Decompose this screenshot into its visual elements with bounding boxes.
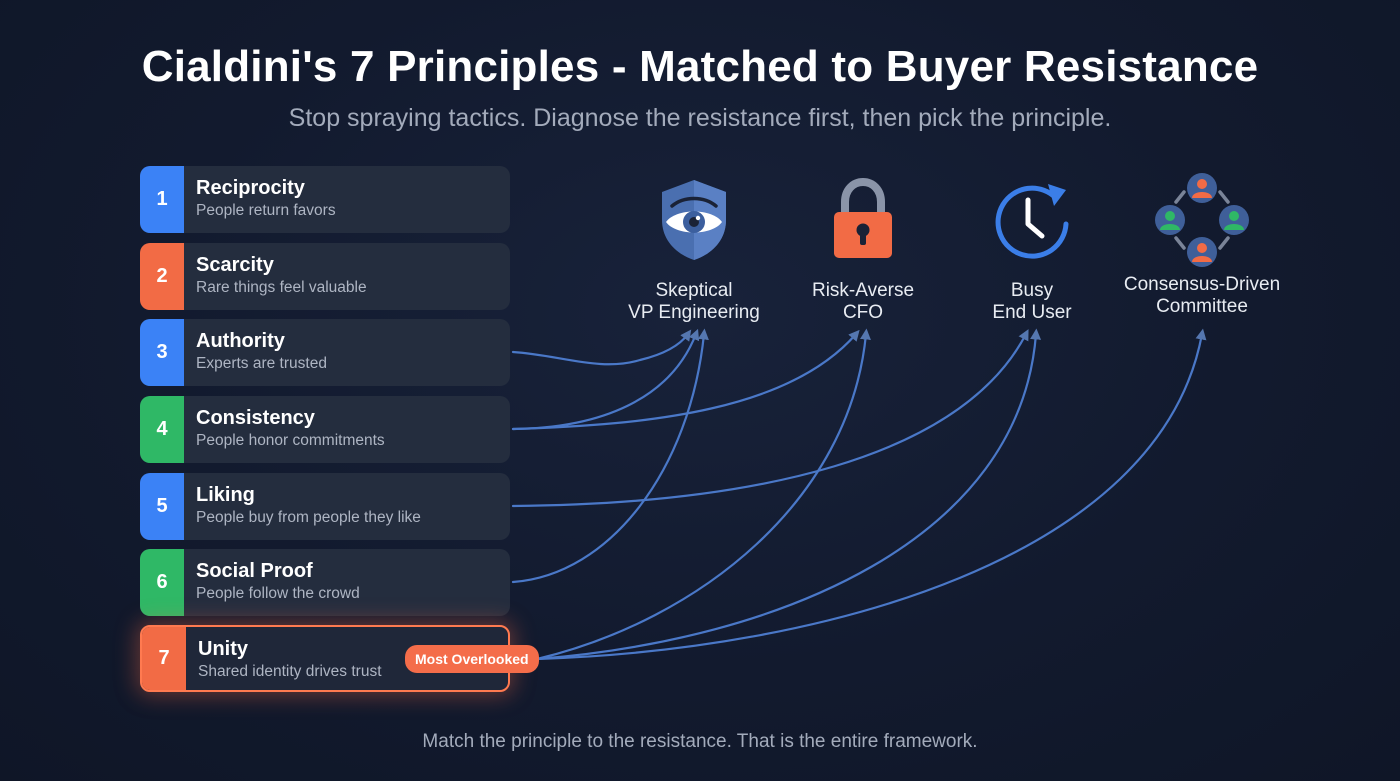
persona-risk-averse-cfo[interactable]: Risk-Averse CFO: [773, 177, 953, 324]
principle-number: 5: [140, 473, 184, 540]
principle-card-authority[interactable]: 3 Authority Experts are trusted: [140, 319, 510, 386]
principle-description: People buy from people they like: [196, 509, 421, 526]
link-liking-busy: [511, 329, 1029, 508]
principle-number: 3: [140, 319, 184, 386]
principle-name: Scarcity: [196, 254, 274, 276]
principle-description: Experts are trusted: [196, 355, 327, 372]
link-consistency-cfo: [511, 329, 860, 431]
clock-refresh-icon: [990, 178, 1074, 262]
principle-card-unity[interactable]: 7 Unity Shared identity drives trust Mos…: [140, 625, 539, 692]
principle-card-consistency[interactable]: 4 Consistency People honor commitments: [140, 396, 510, 463]
principle-card-liking[interactable]: 5 Liking People buy from people they lik…: [140, 473, 510, 540]
principle-name: Social Proof: [196, 560, 313, 582]
principle-description: People follow the crowd: [196, 585, 360, 602]
principle-name: Unity: [198, 638, 248, 660]
principle-description: People honor commitments: [196, 432, 385, 449]
persona-consensus-driven-committee[interactable]: Consensus-Driven Committee: [1112, 172, 1292, 318]
principle-card-reciprocity[interactable]: 1 Reciprocity People return favors: [140, 166, 510, 233]
persona-skeptical-vp-engineering[interactable]: Skeptical VP Engineering: [604, 178, 784, 324]
link-unity-cfo: [535, 328, 871, 661]
principle-number: 7: [142, 627, 186, 690]
footer-note: Match the principle to the resistance. T…: [422, 731, 978, 752]
principle-description: Rare things feel valuable: [196, 279, 367, 296]
persona-busy-end-user[interactable]: Busy End User: [942, 178, 1122, 324]
link-unity-busy: [535, 328, 1042, 661]
most-overlooked-badge: Most Overlooked: [405, 645, 539, 673]
principle-number: 4: [140, 396, 184, 463]
link-unity-committee: [535, 328, 1207, 661]
page-title: Cialdini's 7 Principles - Matched to Buy…: [141, 42, 1259, 91]
principle-number: 6: [140, 549, 184, 616]
persona-label: Skeptical VP Engineering: [628, 280, 760, 323]
principle-name: Authority: [196, 330, 285, 352]
persona-label: Risk-Averse CFO: [811, 280, 915, 323]
principle-card-scarcity[interactable]: 2 Scarcity Rare things feel valuable: [140, 243, 510, 310]
principle-description: Shared identity drives trust: [198, 663, 382, 680]
principle-description: People return favors: [196, 202, 336, 219]
group-consensus-icon: [1154, 172, 1250, 268]
link-socialproof-vp: [511, 328, 709, 584]
padlock-icon: [821, 177, 905, 262]
link-consistency-vp: [511, 328, 700, 431]
principle-number: 2: [140, 243, 184, 310]
persona-label: Consensus-Driven Committee: [1123, 274, 1281, 317]
principle-name: Consistency: [196, 407, 315, 429]
page-subtitle: Stop spraying tactics. Diagnose the resi…: [288, 104, 1112, 132]
link-authority-vp: [511, 329, 692, 366]
principle-name: Liking: [196, 484, 255, 506]
shield-eye-icon: [652, 178, 736, 262]
persona-label: Busy End User: [992, 280, 1072, 323]
principle-card-social-proof[interactable]: 6 Social Proof People follow the crowd: [140, 549, 510, 616]
principle-number: 1: [140, 166, 184, 233]
principle-name: Reciprocity: [196, 177, 305, 199]
